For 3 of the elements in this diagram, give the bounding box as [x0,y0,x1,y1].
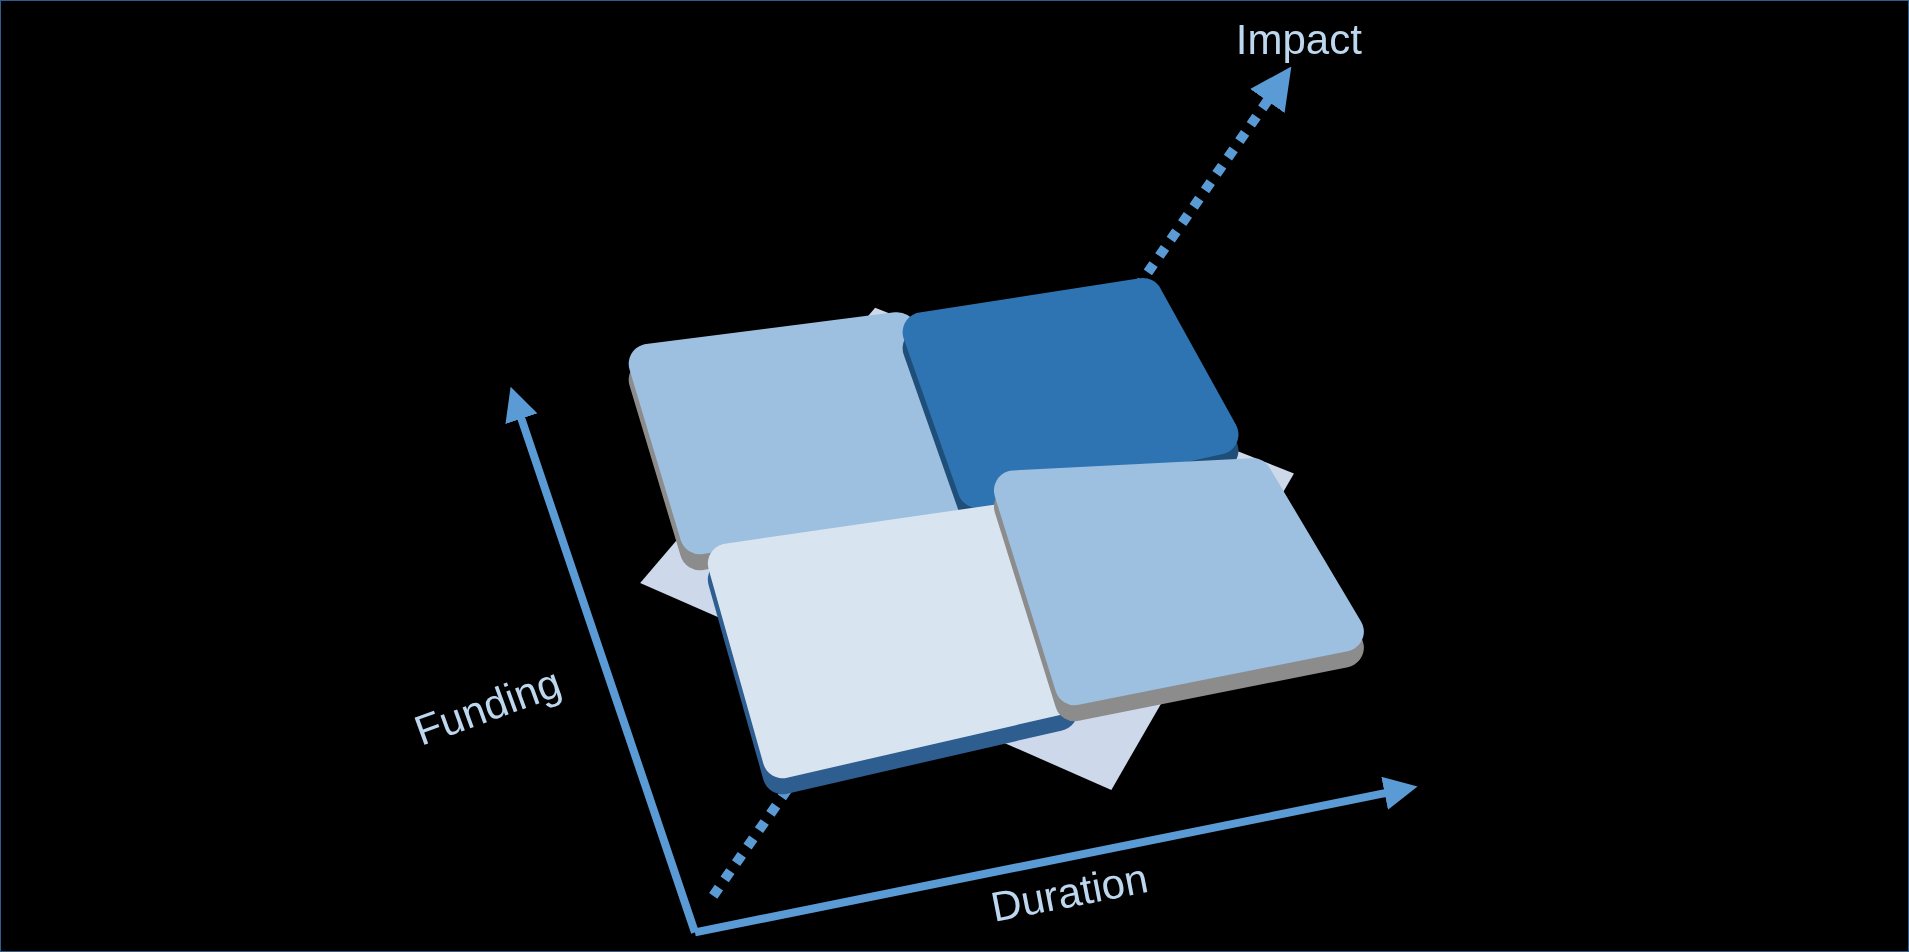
axis-label: Duration [987,854,1153,933]
axis-label: Funding [408,658,568,756]
axis-label: Impact [1235,15,1362,64]
